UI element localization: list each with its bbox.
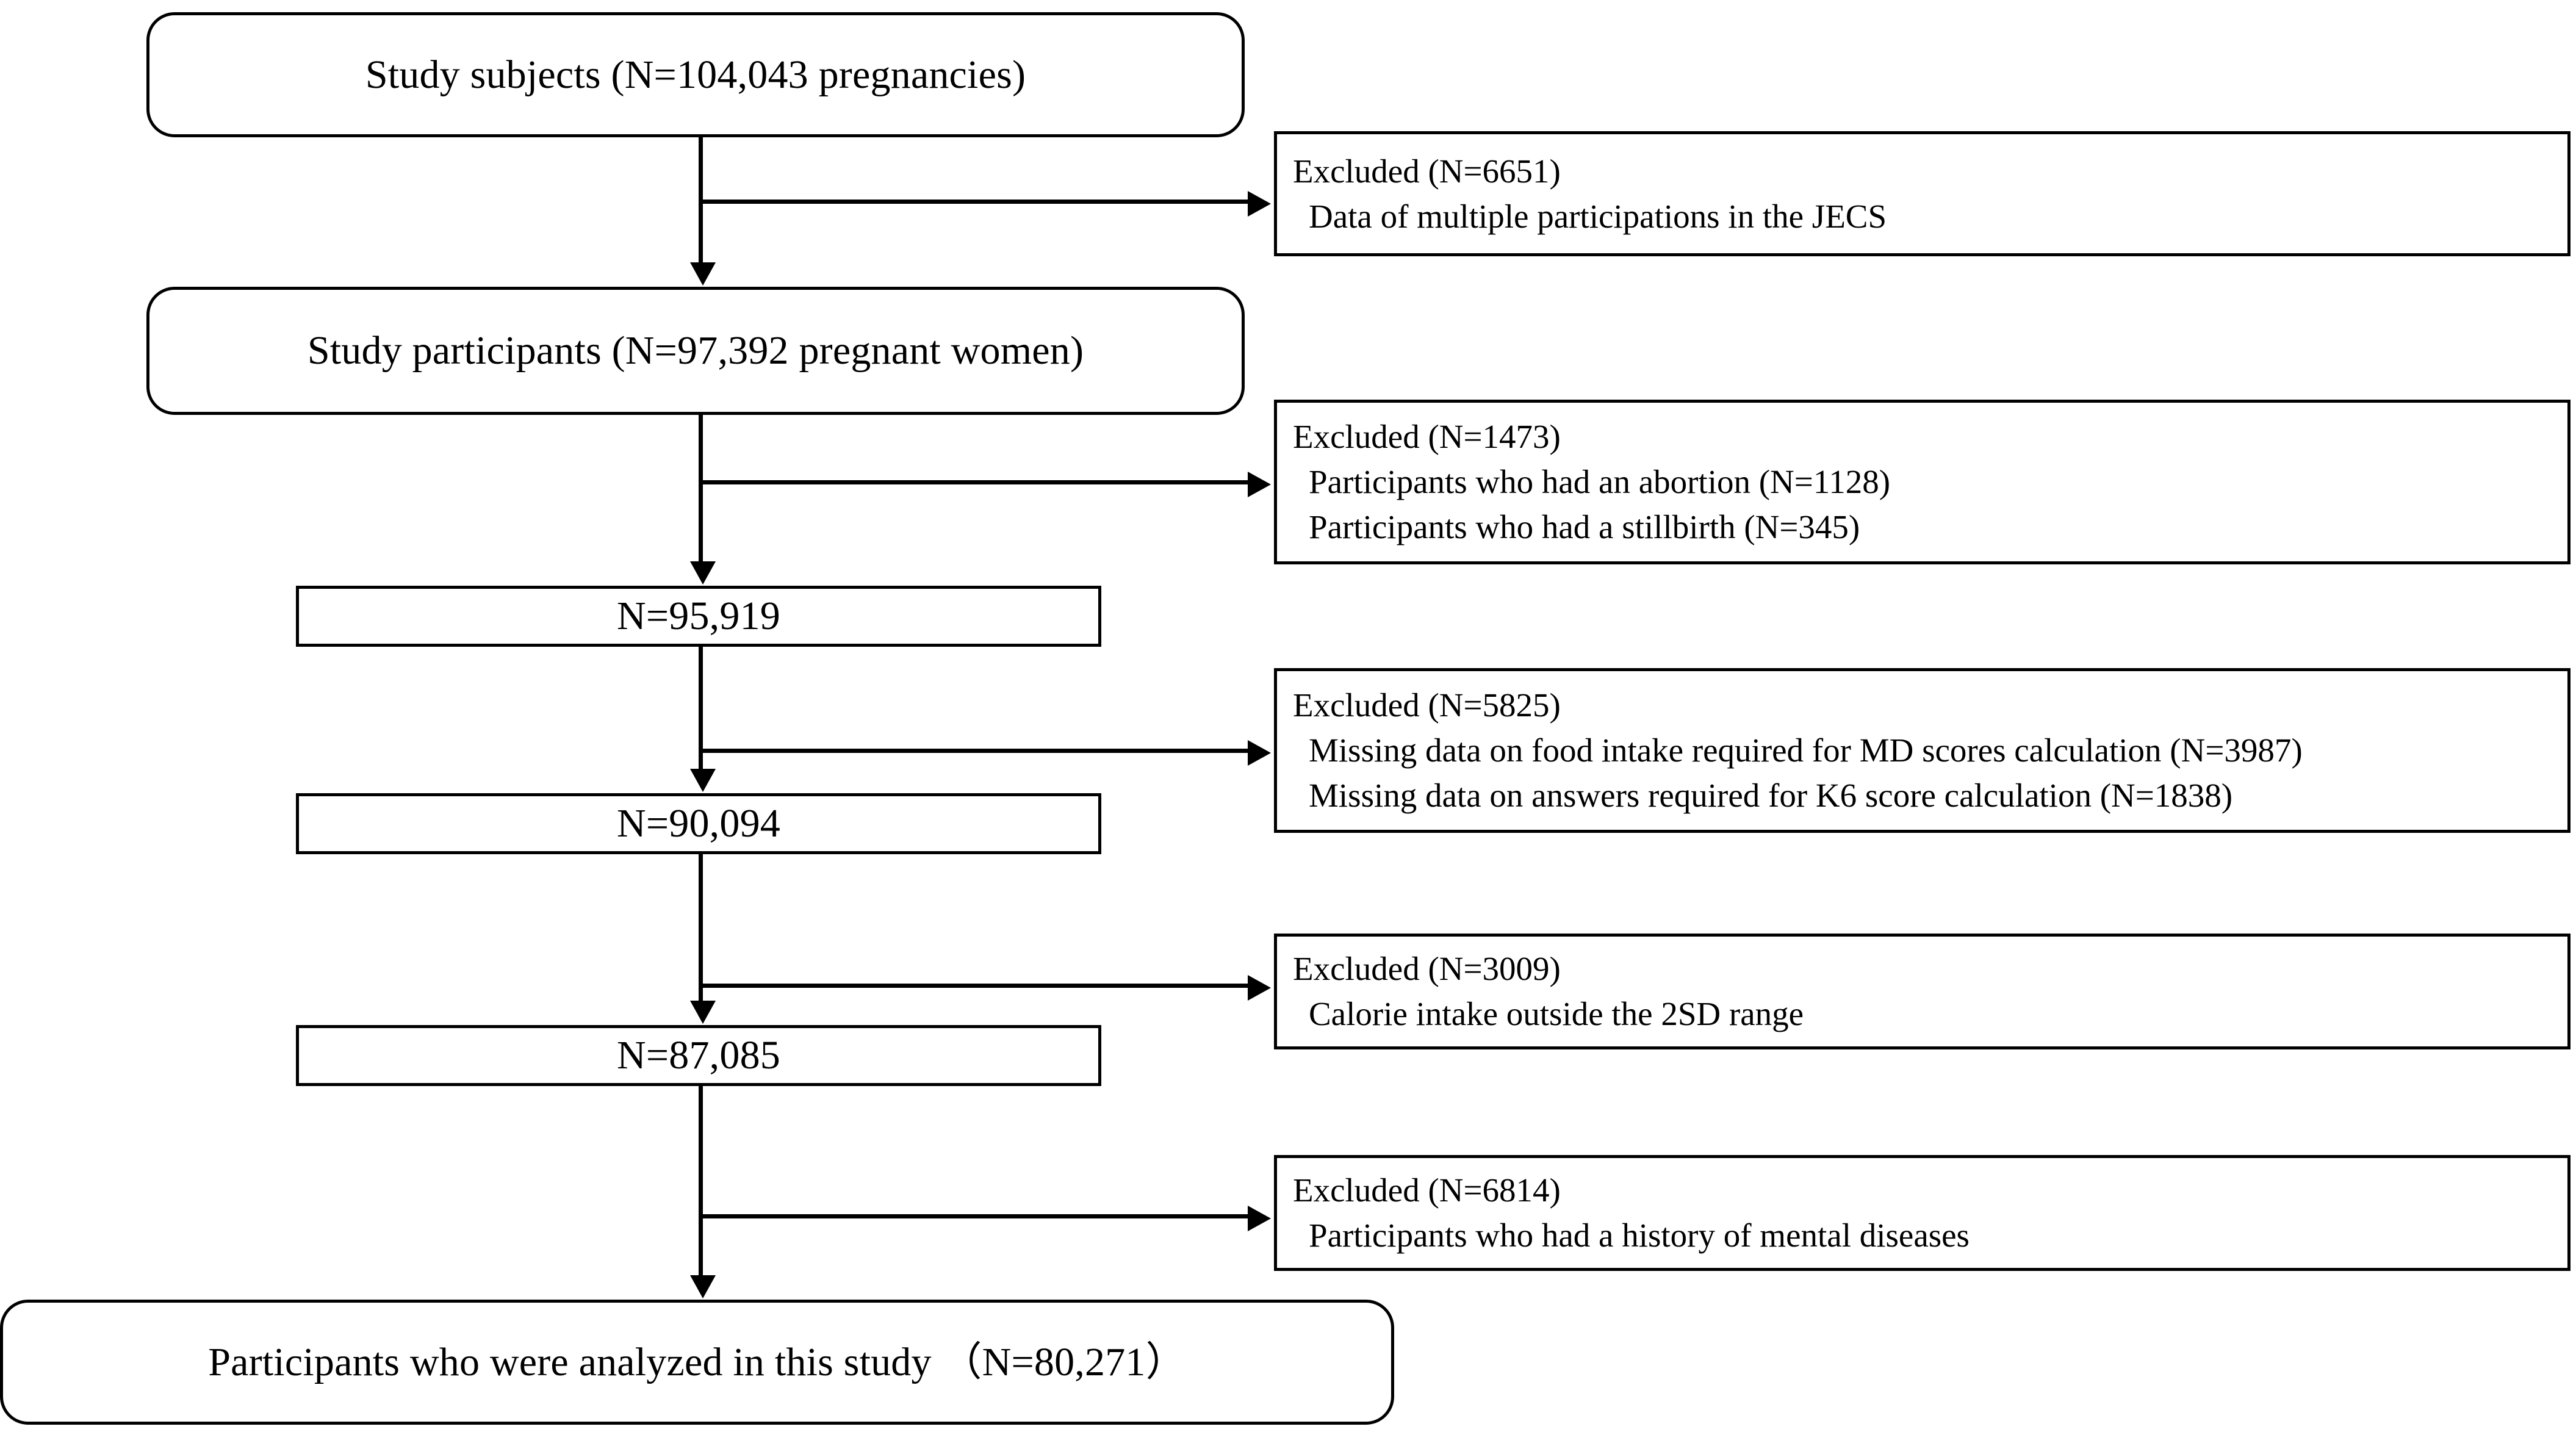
connector-arrowhead-down-4 [690,1001,716,1024]
connector-vline-5 [699,1086,703,1276]
node-study-participants: Study participants (N=97,392 pregnant wo… [146,287,1245,415]
connector-arrowhead-right-5 [1248,1206,1271,1231]
exclusion-5-head: Excluded (N=6814) [1293,1171,1561,1209]
node-analyzed: Participants who were analyzed in this s… [0,1300,1394,1425]
exclusion-3-head: Excluded (N=5825) [1293,686,1561,724]
node-n-90094-label: N=90,094 [617,801,780,846]
exclusion-3-line-1: Missing data on food intake required for… [1309,732,2303,769]
connector-arrowhead-down-2 [690,561,716,585]
node-n-90094: N=90,094 [296,793,1101,854]
node-study-subjects-label: Study subjects (N=104,043 pregnancies) [365,52,1026,97]
exclusion-box-2: Excluded (N=1473) Participants who had a… [1274,400,2571,564]
node-study-subjects: Study subjects (N=104,043 pregnancies) [146,12,1245,137]
connector-vline-3 [699,647,703,770]
node-n-95919-label: N=95,919 [617,594,780,639]
exclusion-box-3: Excluded (N=5825) Missing data on food i… [1274,668,2571,833]
exclusion-5-line-1: Participants who had a history of mental… [1309,1217,1970,1254]
exclusion-2-head: Excluded (N=1473) [1293,418,1561,456]
node-study-participants-label: Study participants (N=97,392 pregnant wo… [307,328,1084,373]
connector-hline-5 [699,1214,1248,1218]
connector-hline-2 [699,480,1248,484]
connector-arrowhead-right-4 [1248,975,1271,1001]
exclusion-box-4: Excluded (N=3009) Calorie intake outside… [1274,934,2571,1049]
connector-arrowhead-right-2 [1248,472,1271,497]
exclusion-box-1: Excluded (N=6651) Data of multiple parti… [1274,131,2571,256]
exclusion-3-line-2: Missing data on answers required for K6 … [1309,776,2233,814]
connector-hline-4 [699,984,1248,988]
connector-hline-1 [699,200,1248,204]
node-n-87085: N=87,085 [296,1025,1101,1086]
exclusion-1-head: Excluded (N=6651) [1293,152,1561,190]
connector-vline-2 [699,415,703,563]
connector-arrowhead-down-5 [690,1275,716,1298]
exclusion-2-line-1: Participants who had an abortion (N=1128… [1309,463,1891,501]
node-analyzed-label: Participants who were analyzed in this s… [208,1339,1186,1384]
node-n-95919: N=95,919 [296,586,1101,647]
connector-hline-3 [699,749,1248,753]
exclusion-4-head: Excluded (N=3009) [1293,950,1561,988]
exclusion-4-line-1: Calorie intake outside the 2SD range [1309,995,1804,1032]
connector-arrowhead-right-3 [1248,740,1271,766]
connector-arrowhead-down-1 [690,262,716,286]
exclusion-1-line-1: Data of multiple participations in the J… [1309,197,1887,235]
exclusion-box-5: Excluded (N=6814) Participants who had a… [1274,1155,2571,1271]
connector-arrowhead-down-3 [690,769,716,792]
exclusion-2-line-2: Participants who had a stillbirth (N=345… [1309,508,1860,545]
node-n-87085-label: N=87,085 [617,1033,780,1078]
connector-vline-4 [699,854,703,1002]
connector-arrowhead-right-1 [1248,191,1271,217]
